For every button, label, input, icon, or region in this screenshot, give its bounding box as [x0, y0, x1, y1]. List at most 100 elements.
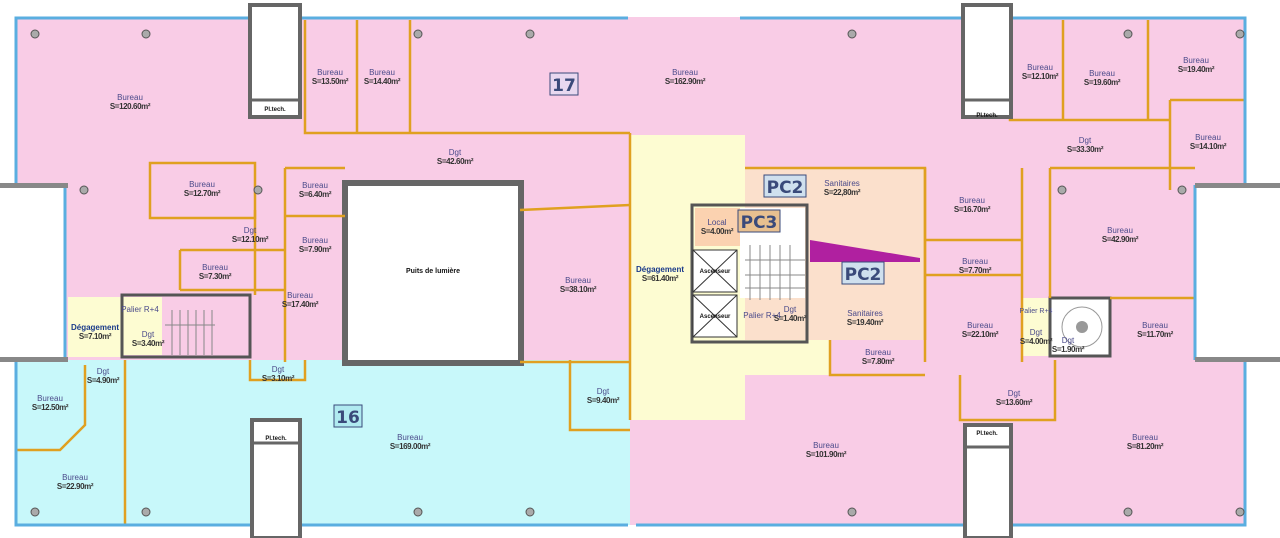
light-well [342, 180, 524, 366]
room-name: Bureau [1027, 63, 1053, 72]
column-marker [1123, 507, 1133, 517]
room-area: S=11.70m² [1137, 330, 1173, 339]
room-area: S=4.90m² [87, 376, 120, 385]
room-name: Bureau [865, 348, 891, 357]
room-labels: BureauS=120.60m²BureauS=13.50m²BureauS=1… [32, 56, 1227, 491]
room-name: Bureau [317, 68, 343, 77]
room-name: Dgt [597, 387, 610, 396]
room-area: S=101.90m² [806, 450, 847, 459]
landing-labels: Palier R+4 Palier R+4 Palier R+4 [121, 305, 1052, 320]
room-area: S=38.10m² [560, 285, 597, 294]
room-area: S=169.00m² [390, 442, 431, 451]
room-name: Bureau [1142, 321, 1168, 330]
room-area: S=13.60m² [996, 398, 1033, 407]
room-name: Dgt [1030, 328, 1043, 337]
columns [30, 29, 1245, 517]
room-area: S=22,80m² [824, 188, 861, 197]
room-name: Bureau [117, 93, 143, 102]
column-marker [1235, 507, 1245, 517]
room-area: S=33.30m² [1067, 145, 1104, 154]
room-name: Bureau [962, 257, 988, 266]
room-area: S=3.10m² [262, 374, 295, 383]
room-area: S=7.10m² [79, 332, 112, 341]
room-area: S=4.00m² [1020, 337, 1053, 346]
room-name: Dgt [449, 148, 462, 157]
room-name: Dgt [1079, 136, 1092, 145]
room-name: Bureau [813, 441, 839, 450]
room-area: S=9.40m² [587, 396, 620, 405]
room-name: Sanitaires [824, 179, 860, 188]
room-name: Bureau [1195, 133, 1221, 142]
room-area: S=6.40m² [299, 190, 332, 199]
room-area: S=162.90m² [665, 77, 706, 86]
zone-tag-17: 17 [552, 76, 576, 96]
landing-label: Palier R+4 [1020, 308, 1053, 315]
column-marker [79, 185, 89, 195]
room-area: S=16.70m² [954, 205, 991, 214]
room-name: Bureau [287, 291, 313, 300]
room-area: S=22.10m² [962, 330, 999, 339]
column-marker [413, 507, 423, 517]
column-marker [1057, 185, 1067, 195]
shaft-label: Pl.tech. [976, 113, 998, 119]
stair-spiral-right [1048, 296, 1112, 358]
room-name: Dgt [244, 226, 257, 235]
room-name: Bureau [1183, 56, 1209, 65]
column-marker [525, 507, 535, 517]
landing-label: Palier R+4 [743, 311, 781, 320]
room-name: Dgt [142, 330, 155, 339]
zone-tag-pc2: PC2 [767, 178, 804, 198]
room-name: Local [707, 218, 726, 227]
column-marker [30, 507, 40, 517]
room-name: Bureau [302, 181, 328, 190]
room-area: S=12.10m² [1022, 72, 1059, 81]
room-name: Dgt [1008, 389, 1021, 398]
room-area: S=7.80m² [862, 357, 895, 366]
shaft-label: Pl.tech. [976, 431, 998, 437]
room-area: S=81.20m² [1127, 442, 1164, 451]
room-area: S=3.40m² [132, 339, 165, 348]
room-name: Bureau [369, 68, 395, 77]
column-marker [1177, 185, 1187, 195]
room-name: Bureau [37, 394, 63, 403]
partitions [16, 20, 1245, 525]
room-name: Dgt [272, 365, 285, 374]
room-name: Bureau [959, 196, 985, 205]
column-marker [1235, 29, 1245, 39]
column-marker [1123, 29, 1133, 39]
column-marker [847, 29, 857, 39]
room-name: Dgt [1062, 336, 1075, 345]
lift-label: Ascenseur [700, 314, 731, 320]
room-area: S=7.30m² [199, 272, 232, 281]
room-area: S=19.60m² [1084, 78, 1121, 87]
lift-label: Ascenseur [700, 269, 731, 275]
